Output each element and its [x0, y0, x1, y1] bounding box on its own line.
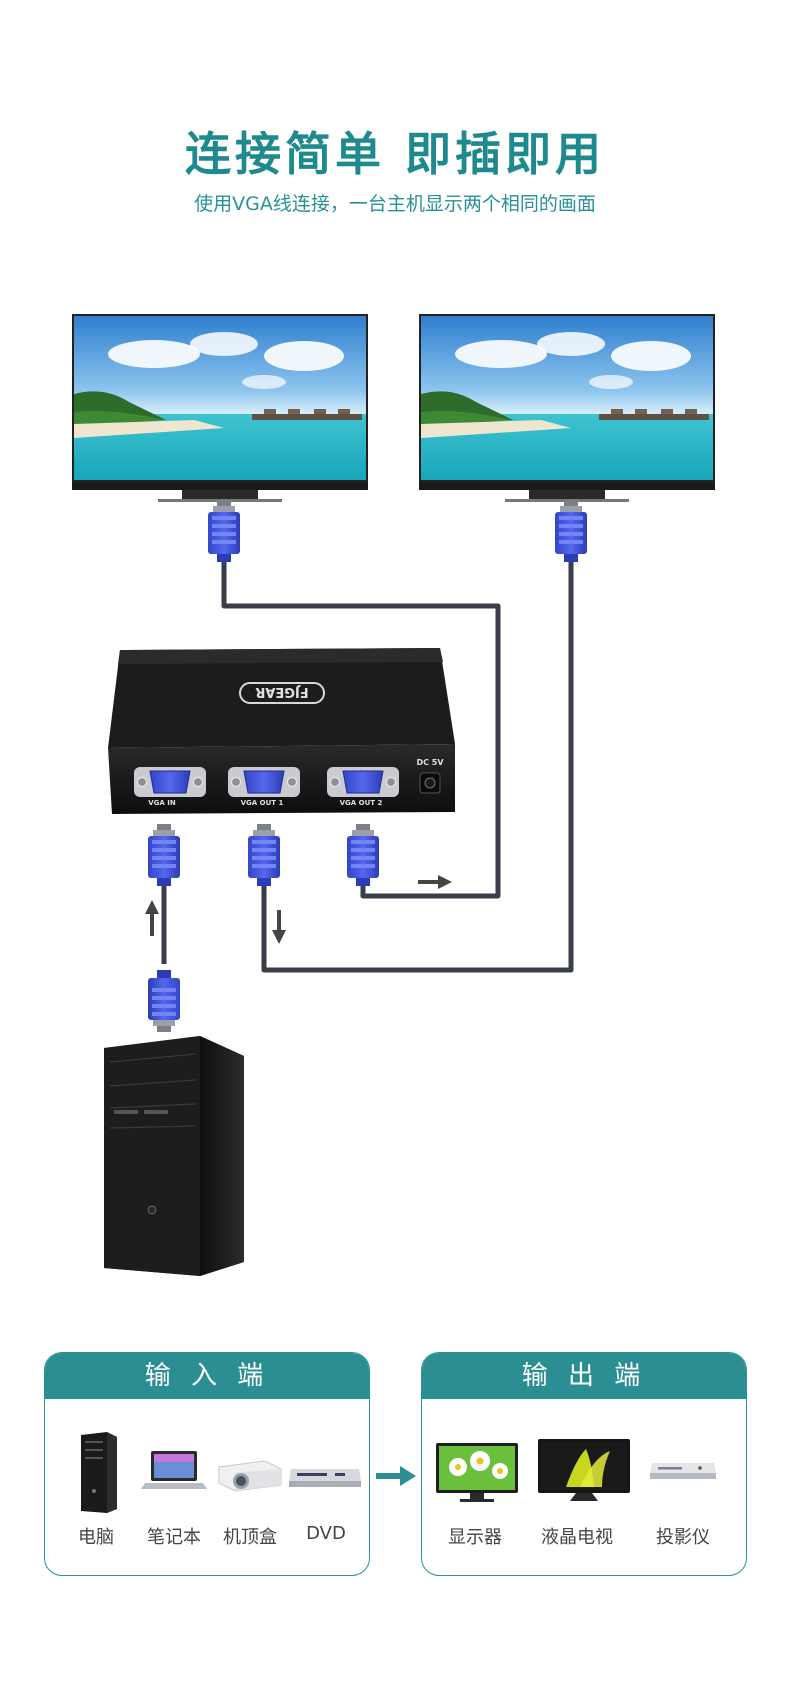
- vga-plug-monitor1: [208, 500, 240, 562]
- tv-icon: [538, 1439, 630, 1501]
- input-label-pc: 电脑: [78, 1527, 114, 1548]
- port-label-out1: VGA OUT 1: [241, 799, 284, 807]
- pc-tower: [104, 1036, 244, 1276]
- output-label-projector: 投影仪: [656, 1527, 710, 1548]
- output-item-monitor: 显示器: [434, 1399, 518, 1575]
- output-label-tv: 液晶电视: [541, 1527, 613, 1548]
- vga-out1-port: [227, 766, 301, 798]
- output-panel: 输 出 端 显示器: [421, 1352, 747, 1576]
- arrow-up: [145, 900, 159, 936]
- input-panel-heading: 输 入 端: [45, 1353, 369, 1399]
- splitter-brand: FJGEAR: [255, 684, 308, 699]
- input-item-dvd: DVD: [285, 1399, 367, 1575]
- vga-plug-out2: [347, 824, 379, 886]
- input-label-dvd: DVD: [306, 1523, 346, 1544]
- laptop-icon: [141, 1451, 207, 1489]
- cable-out2-to-monitor1: [221, 540, 501, 899]
- connection-diagram: FJGEAR VGA IN VGA OUT 1 VGA OUT 2 DC 5V: [72, 314, 715, 1276]
- vga-out2-port: [326, 766, 400, 798]
- arrow-down: [272, 910, 286, 944]
- vga-plug-in: [148, 824, 180, 886]
- input-devices: 电脑 笔记本 机顶盒: [45, 1399, 369, 1575]
- power-label: DC 5V: [416, 758, 444, 767]
- output-label-monitor: 显示器: [448, 1527, 502, 1548]
- input-item-settop: 机顶盒: [209, 1399, 291, 1575]
- page-title: 连接简单 即插即用: [184, 127, 605, 181]
- output-item-projector: 投影仪: [642, 1399, 724, 1575]
- monitor-icon: [436, 1443, 518, 1502]
- vga-in-port: [133, 766, 207, 798]
- vga-plug-monitor2: [555, 500, 587, 562]
- output-panel-heading: 输 出 端: [422, 1353, 746, 1399]
- dvd-player-icon: [289, 1469, 361, 1487]
- flow-arrow-icon: [376, 1466, 416, 1486]
- vga-plug-out1: [248, 824, 280, 886]
- page-subtitle: 使用VGA线连接，一台主机显示两个相同的画面: [194, 193, 596, 215]
- pc-tower-icon: [81, 1432, 117, 1513]
- vga-splitter: FJGEAR VGA IN VGA OUT 1 VGA OUT 2 DC 5V: [108, 648, 455, 814]
- port-label-out2: VGA OUT 2: [340, 799, 383, 807]
- monitor-right: [419, 314, 715, 502]
- input-item-pc: 电脑: [55, 1399, 137, 1575]
- cable-out1-to-monitor2: [261, 540, 574, 973]
- port-label-in: VGA IN: [148, 799, 176, 807]
- arrow-right: [418, 875, 452, 889]
- output-devices: 显示器 液晶电视 投影仪: [422, 1399, 746, 1575]
- monitor-left: [72, 314, 368, 502]
- input-panel: 输 入 端 电脑 笔记本: [44, 1352, 370, 1576]
- projector-icon: [218, 1460, 282, 1492]
- vga-plug-pc: [148, 970, 180, 1032]
- input-item-laptop: 笔记本: [133, 1399, 215, 1575]
- output-item-tv: 液晶电视: [536, 1399, 630, 1575]
- dvd-player-icon: [650, 1463, 716, 1479]
- input-label-settop: 机顶盒: [223, 1527, 277, 1548]
- input-label-laptop: 笔记本: [147, 1527, 201, 1548]
